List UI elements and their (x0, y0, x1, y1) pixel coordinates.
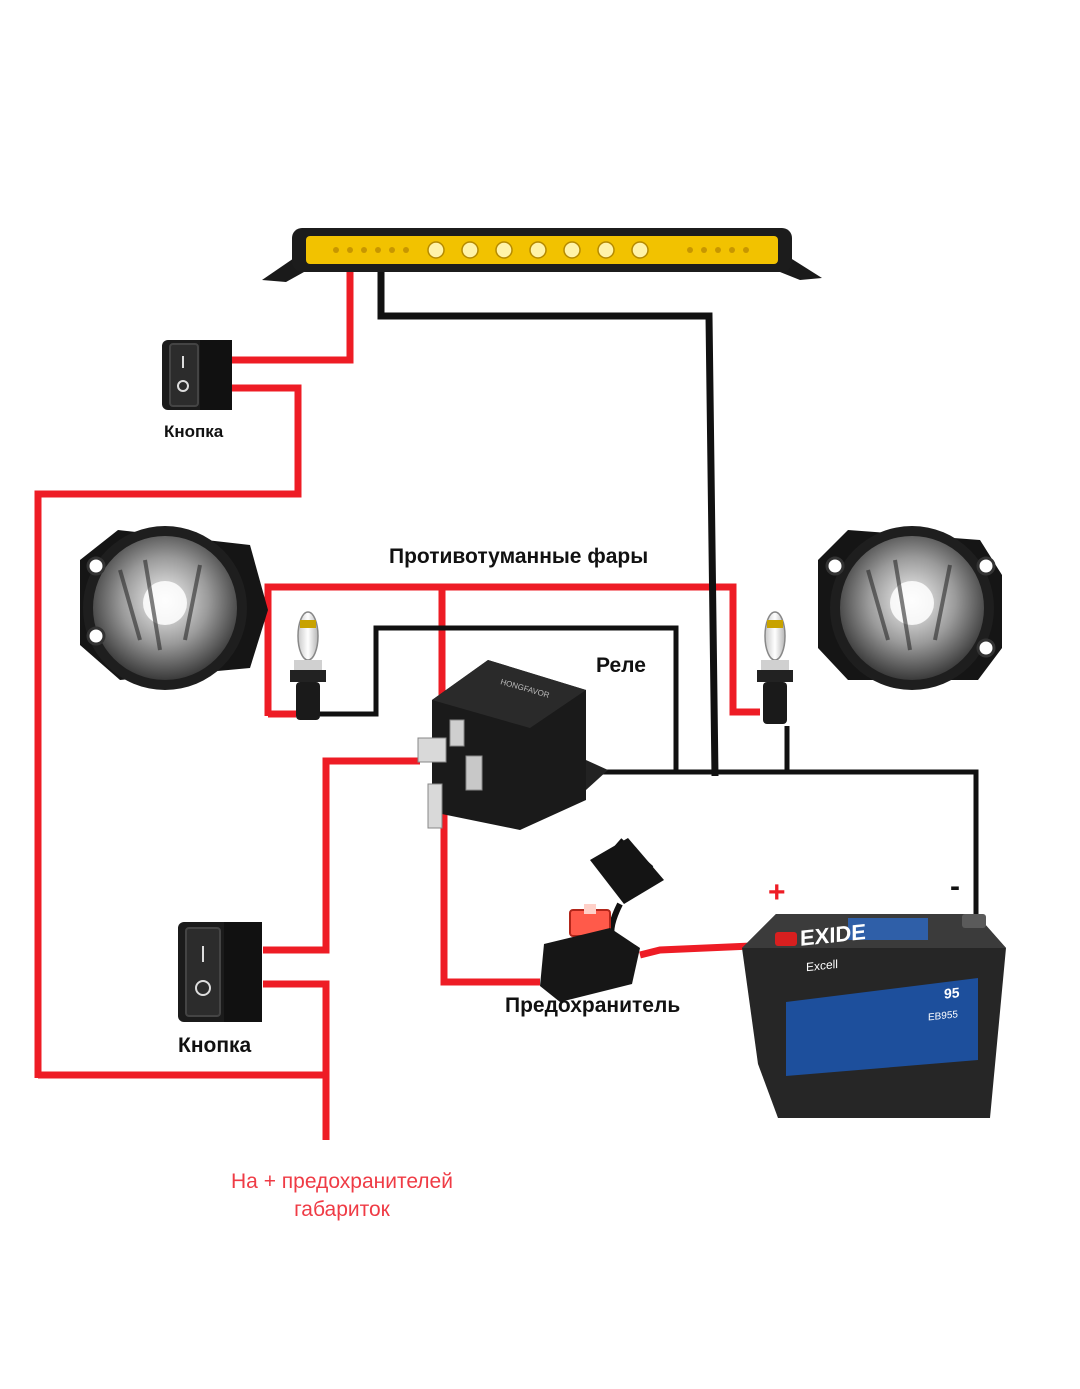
negative-wires (320, 272, 979, 920)
battery-model: EB955 (928, 1009, 958, 1023)
fuse-label: Предохранитель (505, 994, 681, 1017)
bulb-left (290, 611, 326, 720)
wire-to-marker-fuses (263, 980, 330, 1140)
bulb-right (757, 611, 793, 724)
bottom-button-label: Кнопка (178, 1034, 252, 1057)
relay-label: Реле (596, 654, 646, 677)
top-button-label: Кнопка (164, 422, 224, 441)
marker-fuses-note: На + предохранителей габариток (190, 1168, 494, 1224)
wire-relay-to-fuse (440, 808, 540, 986)
wire-fog-light-left (264, 583, 760, 716)
led-light-bar (262, 228, 822, 282)
wire-ledbar-ground (377, 272, 719, 777)
wire-top-button-to-left-bus (34, 384, 302, 1078)
fog-light-left (80, 526, 268, 690)
note-line-2: габариток (294, 1198, 390, 1221)
wire-bottom-button-to-relay (263, 757, 420, 954)
fuse-holder (540, 838, 664, 1002)
battery: EXIDE Excell 95 EB955 (742, 914, 1006, 1118)
wire-fog-left-ground (320, 625, 679, 772)
battery-capacity: 95 (944, 984, 960, 1002)
battery-plus-label: + (768, 876, 786, 909)
battery-minus-label: - (950, 870, 960, 903)
relay: HONGFAVOR (417, 660, 608, 830)
rocker-switch-bottom (178, 922, 262, 1022)
wire-ground-bus (480, 769, 979, 920)
rocker-switch-top (162, 340, 232, 410)
wire-ledbar-to-top-button (230, 272, 354, 364)
fog-lights-label: Противотуманные фары (389, 545, 649, 568)
battery-series: Excell (806, 957, 838, 974)
fog-light-right (818, 526, 1002, 690)
wire-fuse-to-battery (639, 941, 776, 959)
note-line-1: На + предохранителей (231, 1170, 453, 1193)
